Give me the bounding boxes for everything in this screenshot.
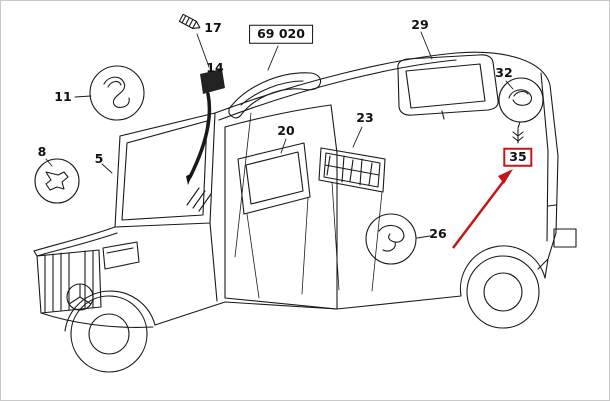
clip-part <box>512 128 524 144</box>
highlight-arrow <box>452 169 513 249</box>
part-group-code[interactable]: 69 020 <box>249 24 313 44</box>
van-roof <box>214 51 551 121</box>
detail-circle-11 <box>89 65 145 121</box>
callout-35-highlighted[interactable]: 35 <box>503 147 533 167</box>
detail-circle-8 <box>34 158 80 204</box>
callout-26[interactable]: 26 <box>429 225 447 241</box>
callout-29[interactable]: 29 <box>411 16 429 32</box>
callout-14[interactable]: 14 <box>206 59 224 75</box>
vent-grille-part <box>318 147 386 193</box>
callout-23[interactable]: 23 <box>356 109 374 125</box>
windshield <box>114 112 216 228</box>
van-rear <box>537 72 577 270</box>
detail-circle-32 <box>498 77 544 129</box>
callout-17[interactable]: 17 <box>204 19 222 35</box>
callout-8[interactable]: 8 <box>37 143 47 159</box>
grab-handle-part <box>228 72 322 119</box>
leader-lines <box>45 31 514 239</box>
brand-star-emblem <box>66 283 94 311</box>
bracket-part <box>186 69 225 185</box>
detail-circle-26 <box>365 213 417 265</box>
rear-wheel <box>459 245 546 329</box>
callout-20[interactable]: 20 <box>277 122 295 138</box>
position-lines <box>234 112 383 299</box>
van-front <box>33 226 154 328</box>
screw-part <box>178 13 201 29</box>
headlight <box>102 241 140 270</box>
callout-32[interactable]: 32 <box>495 64 513 80</box>
callout-5[interactable]: 5 <box>94 150 104 166</box>
interior-panel-part <box>237 142 311 215</box>
side-opening <box>209 104 338 310</box>
front-wheel <box>64 290 156 373</box>
roof-hatch-part <box>397 54 499 120</box>
callout-11[interactable]: 11 <box>54 88 72 104</box>
